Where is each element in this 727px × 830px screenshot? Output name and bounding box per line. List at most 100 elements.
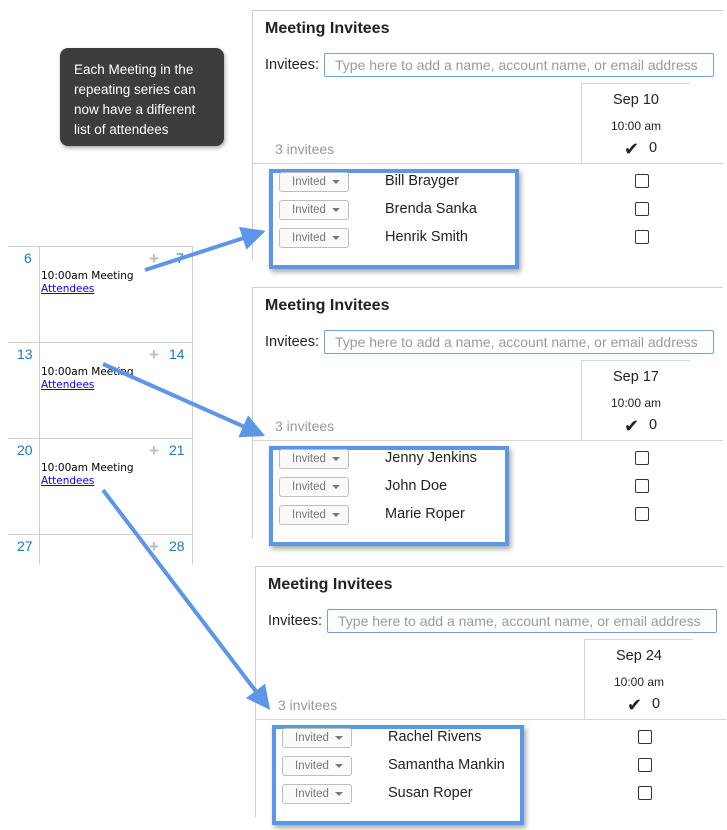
invitee-count: 3 invitees (275, 418, 335, 434)
caret-down-icon (335, 792, 343, 796)
caret-down-icon (332, 236, 340, 240)
status-label: Invited (292, 204, 326, 216)
attendance-checkbox[interactable] (635, 174, 649, 188)
invitee-name: Bill Brayger (385, 173, 460, 189)
meeting-date: Sep 10 (613, 92, 659, 108)
status-label: Invited (292, 453, 326, 465)
event-label: 10:00am Meeting (41, 366, 134, 378)
panel-title: Meeting Invitees (268, 576, 393, 593)
meeting-time: 10:00 am (610, 119, 662, 133)
status-dropdown[interactable]: Invited (282, 784, 352, 804)
calendar-event: 10:00am Meeting Attendees (41, 462, 134, 488)
caret-down-icon (332, 180, 340, 184)
invitee-search-input[interactable] (324, 53, 714, 77)
calendar-event: 10:00am Meeting Attendees (41, 270, 134, 296)
attendance-checkbox[interactable] (635, 230, 649, 244)
meeting-time: 10:00 am (610, 396, 662, 410)
invitee-row: Invited Henrik Smith (279, 228, 719, 250)
divider (253, 163, 723, 164)
highlight-box (269, 446, 509, 546)
invitee-count: 3 invitees (278, 697, 338, 713)
caret-down-icon (332, 485, 340, 489)
date-column: Sep 17 10:00 am ✔ 0 (581, 360, 690, 441)
day-number: 13 (17, 346, 33, 362)
invitee-name: Rachel Rivens (388, 729, 482, 745)
caret-down-icon (335, 764, 343, 768)
caret-down-icon (332, 208, 340, 212)
attendees-link[interactable]: Attendees (41, 475, 95, 487)
status-dropdown[interactable]: Invited (279, 477, 349, 497)
calendar-divider (8, 534, 193, 535)
status-label: Invited (292, 176, 326, 188)
invitee-search-input[interactable] (327, 609, 717, 633)
attendance-checkbox[interactable] (638, 730, 652, 744)
invitee-count: 3 invitees (275, 141, 335, 157)
attendance-checkbox[interactable] (638, 758, 652, 772)
calendar-grid: 6 + 7 10:00am Meeting Attendees 13 + 14 … (8, 246, 193, 564)
status-label: Invited (295, 788, 329, 800)
accepted-count: 0 (649, 140, 658, 156)
invitee-name: Henrik Smith (385, 229, 468, 245)
attendees-link[interactable]: Attendees (41, 379, 95, 391)
invitee-row: Invited Samantha Mankin (282, 756, 722, 778)
invitee-name: Susan Roper (388, 785, 473, 801)
meeting-time: 10:00 am (613, 675, 665, 689)
event-label: 10:00am Meeting (41, 462, 134, 474)
day-number: 14 (169, 346, 185, 362)
invitees-label: Invitees: (265, 57, 319, 73)
attendance-checkbox[interactable] (635, 202, 649, 216)
caret-down-icon (332, 457, 340, 461)
invitee-row: Invited Jenny Jenkins (279, 449, 719, 471)
day-number: 28 (169, 538, 185, 554)
caret-down-icon (335, 736, 343, 740)
day-number: 7 (176, 250, 184, 266)
meeting-invitees-panel: Meeting Invitees Invitees: Sep 24 10:00 … (255, 566, 726, 825)
calendar-divider (8, 342, 193, 343)
status-dropdown[interactable]: Invited (279, 228, 349, 248)
attendance-checkbox[interactable] (635, 451, 649, 465)
status-dropdown[interactable]: Invited (282, 728, 352, 748)
invitee-search-input[interactable] (324, 330, 714, 354)
accepted-count: 0 (649, 417, 658, 433)
tooltip-callout: Each Meeting in the repeating series can… (60, 48, 224, 146)
panel-title: Meeting Invitees (265, 20, 390, 37)
add-event-icon[interactable]: + (149, 441, 159, 460)
day-number: 27 (17, 538, 33, 554)
status-dropdown[interactable]: Invited (282, 756, 352, 776)
checkmark-icon: ✔ (624, 139, 640, 159)
attendance-checkbox[interactable] (638, 786, 652, 800)
date-column: Sep 10 10:00 am ✔ 0 (581, 83, 690, 164)
day-number: 6 (24, 250, 32, 266)
accepted-count: 0 (652, 696, 661, 712)
invitee-row: Invited Marie Roper (279, 505, 719, 527)
meeting-invitees-panel: Meeting Invitees Invitees: Sep 10 10:00 … (252, 10, 723, 269)
invitees-label: Invitees: (268, 613, 322, 629)
attendees-link[interactable]: Attendees (41, 283, 95, 295)
invitee-name: Jenny Jenkins (385, 450, 477, 466)
highlight-box (269, 169, 519, 269)
attendance-checkbox[interactable] (635, 507, 649, 521)
divider (256, 719, 726, 720)
invitee-row: Invited Rachel Rivens (282, 728, 722, 750)
invitees-label: Invitees: (265, 334, 319, 350)
day-number: 21 (169, 442, 185, 458)
add-event-icon[interactable]: + (149, 537, 159, 556)
attendance-checkbox[interactable] (635, 479, 649, 493)
invitee-name: Samantha Mankin (388, 757, 505, 773)
status-label: Invited (295, 732, 329, 744)
calendar-event: 10:00am Meeting Attendees (41, 366, 134, 392)
add-event-icon[interactable]: + (149, 249, 159, 268)
status-dropdown[interactable]: Invited (279, 172, 349, 192)
status-label: Invited (292, 509, 326, 521)
status-dropdown[interactable]: Invited (279, 505, 349, 525)
invitee-row: Invited Brenda Sanka (279, 200, 719, 222)
calendar-divider (8, 438, 193, 439)
event-label: 10:00am Meeting (41, 270, 134, 282)
status-dropdown[interactable]: Invited (279, 200, 349, 220)
invitee-name: Marie Roper (385, 506, 465, 522)
caret-down-icon (332, 513, 340, 517)
status-dropdown[interactable]: Invited (279, 449, 349, 469)
meeting-invitees-panel: Meeting Invitees Invitees: Sep 17 10:00 … (252, 287, 723, 546)
add-event-icon[interactable]: + (149, 345, 159, 364)
status-label: Invited (292, 232, 326, 244)
